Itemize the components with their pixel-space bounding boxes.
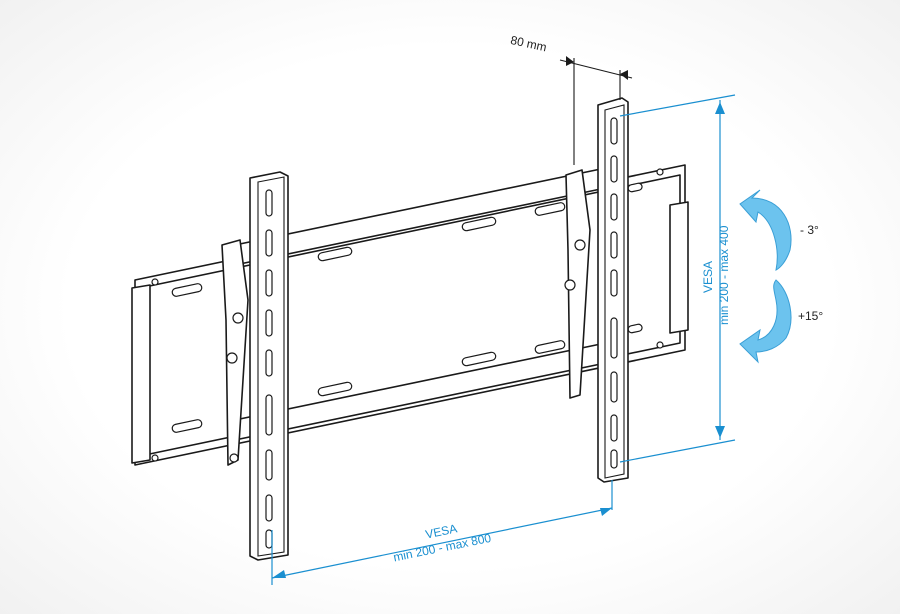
tilt-down-label: +15°: [798, 309, 823, 323]
depth-label: 80 mm: [509, 33, 548, 54]
vesa-vertical-title: VESA: [701, 261, 715, 293]
vesa-vertical-range: min 200 - max 400: [717, 225, 731, 325]
tilt-up-label: - 3°: [800, 223, 819, 237]
depth-dimension: [559, 56, 633, 165]
horizontal-vesa-dimension: [271, 480, 613, 585]
right-tv-bracket: [564, 97, 629, 483]
vesa-horizontal-title: VESA: [424, 521, 458, 541]
left-tv-bracket: [221, 171, 289, 561]
tilt-up-arrow-icon: [739, 189, 792, 271]
vertical-vesa-dimension: [619, 94, 736, 463]
tilt-down-arrow-icon: [739, 279, 792, 364]
